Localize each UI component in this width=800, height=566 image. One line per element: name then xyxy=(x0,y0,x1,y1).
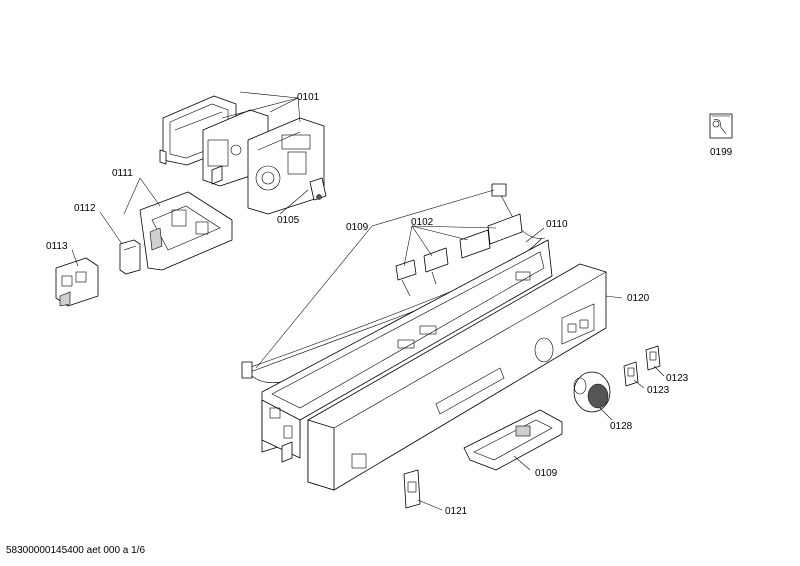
part-button-0123b xyxy=(645,345,661,371)
part-connectors-0102 xyxy=(395,213,523,297)
part-relay-0112 xyxy=(119,239,141,275)
part-latch-0121 xyxy=(403,469,421,509)
drawing-reference-number: 58300000145400 aet 000 a 1/6 xyxy=(6,545,146,556)
part-front-fascia xyxy=(307,263,607,491)
label-0120: 0120 xyxy=(627,293,650,304)
label-0102: 0102 xyxy=(411,217,434,228)
part-handle-0109 xyxy=(463,409,563,471)
label-0101: 0101 xyxy=(297,92,320,103)
part-programmer xyxy=(247,117,327,215)
label-0109-harness: 0109 xyxy=(346,222,369,233)
label-0121: 0121 xyxy=(445,506,468,517)
part-button-0123a xyxy=(623,361,639,387)
label-0123-left: 0123 xyxy=(647,385,670,396)
leader-lines xyxy=(71,91,665,511)
label-0123-right: 0123 xyxy=(666,373,689,384)
label-0113: 0113 xyxy=(46,241,68,252)
label-0110: 0110 xyxy=(546,219,568,230)
wrench-icon xyxy=(709,113,733,139)
part-bracket-0111 xyxy=(139,191,233,271)
part-panel-frame xyxy=(261,239,553,463)
part-connector-0113 xyxy=(55,257,99,307)
label-0128: 0128 xyxy=(610,421,633,432)
label-0112: 0112 xyxy=(74,203,96,214)
label-0109-handle: 0109 xyxy=(535,468,558,479)
label-0111: 0111 xyxy=(112,168,133,179)
part-knob-0128 xyxy=(573,371,611,413)
label-0105: 0105 xyxy=(277,215,300,226)
label-0199: 0199 xyxy=(710,147,733,158)
